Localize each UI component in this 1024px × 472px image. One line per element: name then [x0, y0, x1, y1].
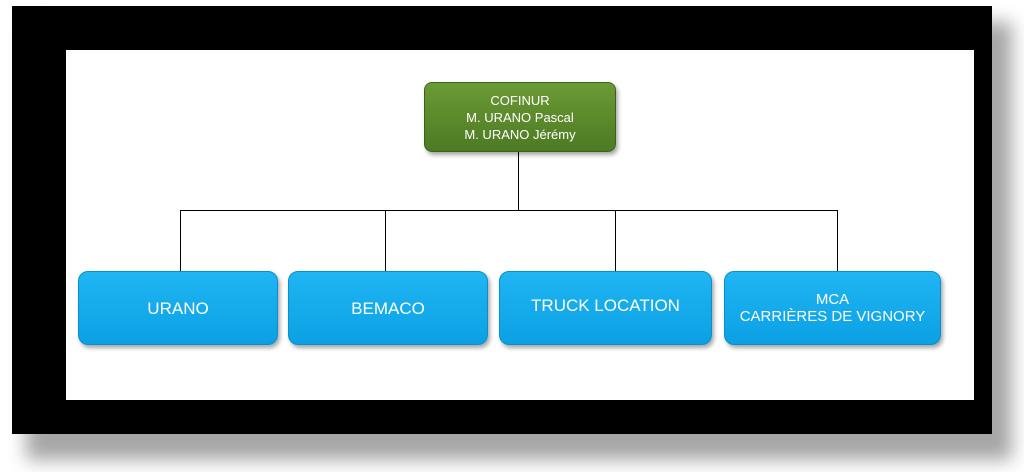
picture-frame: COFINUR M. URANO Pascal M. URANO Jérémy … [12, 6, 992, 434]
child-node-truck-location: TRUCK LOCATION [499, 271, 712, 345]
connector-horizontal-bar [180, 210, 838, 211]
child-node-mca: MCA CARRIÈRES DE VIGNORY [724, 271, 941, 345]
child-node-label: TRUCK LOCATION [531, 295, 680, 315]
child-node-sublabel: CARRIÈRES DE VIGNORY [739, 308, 926, 325]
org-chart: COFINUR M. URANO Pascal M. URANO Jérémy … [66, 50, 974, 400]
child-node-label: MCA [815, 291, 850, 308]
child-node-label: BEMACO [351, 298, 425, 318]
child-node-label: URANO [147, 298, 209, 318]
connector-drop-urano [180, 210, 181, 271]
root-node-cofinur: COFINUR M. URANO Pascal M. URANO Jérémy [424, 82, 616, 152]
child-node-urano: URANO [78, 271, 278, 345]
root-node-person-1: M. URANO Pascal [466, 109, 574, 125]
connector-root-stem [518, 152, 519, 211]
root-node-person-2: M. URANO Jérémy [464, 126, 576, 142]
child-node-bemaco: BEMACO [288, 271, 488, 345]
connector-drop-mca [837, 210, 838, 271]
root-node-title: COFINUR [490, 92, 550, 108]
connector-drop-bemaco [385, 210, 386, 271]
connector-drop-truck-location [615, 210, 616, 271]
